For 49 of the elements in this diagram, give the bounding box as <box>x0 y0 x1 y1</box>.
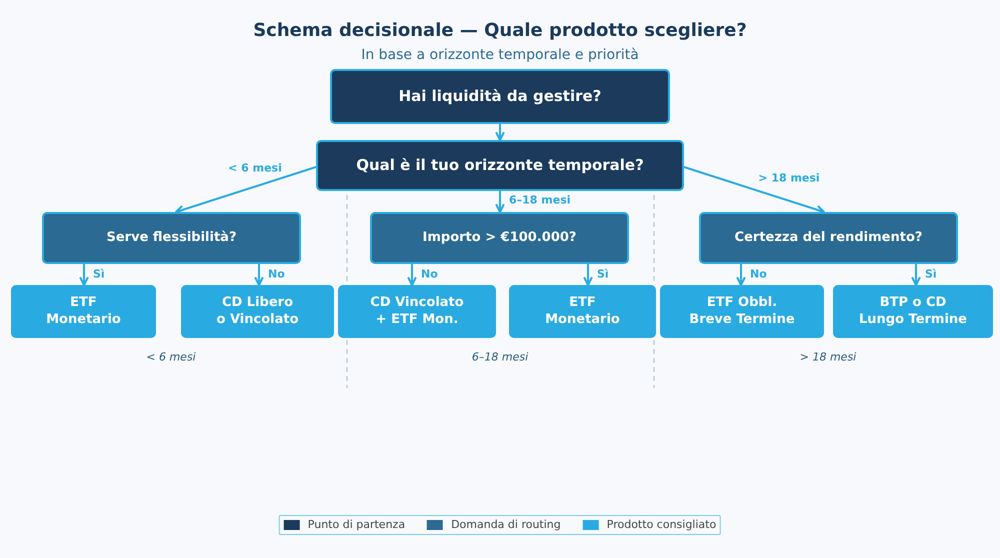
box-label: Importo > €100.000? <box>422 230 576 246</box>
result-box <box>11 285 156 338</box>
group-label: > 18 mesi <box>800 350 856 364</box>
diagram-title: Schema decisionale — Quale prodotto scegliere? <box>253 20 747 41</box>
edge-label: > 18 mesi <box>756 172 822 184</box>
arrow <box>80 264 88 286</box>
edge-label: No <box>266 268 287 280</box>
box-label: ETF Monetario <box>544 294 621 328</box>
legend-label: Domanda di routing <box>451 518 561 532</box>
legend-label: Prodotto consigliato <box>606 518 716 532</box>
group-label: 6–18 mesi <box>472 350 528 364</box>
arrow <box>684 166 825 214</box>
box-label: ETF Obbl. Breve Termine <box>688 294 796 328</box>
box-label: Serve flessibilità? <box>106 230 236 246</box>
box-label: CD Vincolato + ETF Mon. <box>369 294 465 328</box>
edge-label: No <box>419 268 440 280</box>
edge-label: Sì <box>91 268 107 280</box>
box-label: Qual è il tuo orizzonte temporale? <box>356 156 644 176</box>
start-box <box>330 69 670 124</box>
legend-label: Punto di partenza <box>308 518 406 532</box>
result-box <box>338 285 496 338</box>
result-box <box>509 285 656 338</box>
edge-label: No <box>748 268 769 280</box>
result-box <box>181 285 334 338</box>
arrow <box>254 264 264 286</box>
question-box <box>699 212 958 264</box>
arrow <box>912 264 920 286</box>
result-box <box>833 285 993 338</box>
question-box <box>42 212 301 264</box>
arrow <box>175 166 316 214</box>
box-label: Hai liquidità da gestire? <box>398 86 602 106</box>
arrow <box>496 191 504 213</box>
edge-label: 6–18 mesi <box>507 194 573 206</box>
box-label: BTP o CD Lungo Termine <box>858 294 968 328</box>
box-label: Certezza del rendimento? <box>734 230 922 246</box>
group-label: < 6 mesi <box>146 350 196 364</box>
question-box <box>316 140 684 191</box>
edge-label: Sì <box>595 268 611 280</box>
arrow <box>496 124 504 141</box>
edge-label: Sì <box>923 268 939 280</box>
result-box <box>660 285 824 338</box>
subtitle: In base a orizzonte temporale e priorità <box>361 47 639 63</box>
arrow <box>408 264 416 286</box>
box-label: ETF Monetario <box>45 294 122 328</box>
arrow <box>736 264 746 286</box>
arrow <box>584 264 592 286</box>
question-box <box>370 212 629 264</box>
box-label: CD Libero o Vincolato <box>216 294 300 328</box>
edge-label: < 6 mesi <box>226 162 284 174</box>
